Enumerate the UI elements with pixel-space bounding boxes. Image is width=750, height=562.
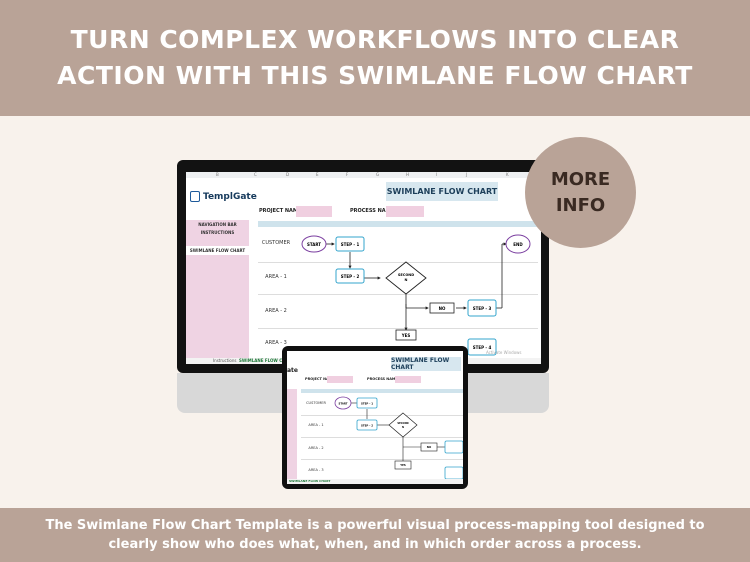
step-4-node: [467, 338, 497, 356]
tablet-decision-node: [388, 412, 418, 438]
tablet-project-name-label: PROJECT NAME:: [305, 377, 337, 381]
tablet-step-1-node: [356, 397, 378, 409]
tablet-step-2-label: STEP - 2: [361, 424, 373, 428]
tablet-tab-swimlane-flow-chart[interactable]: SWIMLANE FLOW CHART: [289, 479, 331, 483]
tablet-lane-label-area-3: AREA - 3: [308, 468, 324, 472]
process-name-label: PROCESS NAME:: [350, 208, 397, 214]
lane-divider: [258, 262, 538, 263]
column-label: E: [316, 172, 319, 177]
tablet-process-name-label: PROCESS NAME:: [367, 377, 400, 381]
lane-label-area-3: AREA - 3: [265, 340, 287, 346]
column-label: G: [376, 172, 380, 177]
tablet-yes-label: YES: [399, 463, 406, 467]
tablet-lane-label-customer: CUSTOMER: [306, 401, 326, 405]
column-label: I: [436, 172, 438, 177]
yes-node: [395, 329, 417, 341]
column-header-row: B C D E F G H I J K: [186, 172, 541, 178]
decision-node: [385, 261, 427, 295]
bottom-banner: The Swimlane Flow Chart Template is a po…: [0, 508, 750, 562]
tablet-start-node-label: START: [338, 402, 347, 406]
tablet-step-3-node: [444, 440, 463, 454]
step-1-label: STEP - 1: [341, 242, 360, 247]
tablet-step-4-node: [444, 466, 463, 480]
tablet-flowchart-diagram: START STEP - 1 STEP - 2 SECOND N NO YES: [334, 396, 463, 480]
column-label: H: [406, 172, 410, 177]
lane-label-customer: CUSTOMER: [261, 240, 291, 246]
activation-watermark: Activate Windows: [486, 350, 522, 355]
step-4-label: STEP - 4: [473, 345, 492, 350]
brand-logo: TemplGate: [190, 191, 257, 202]
tablet-sheet-tabs: SWIMLANE FLOW CHART: [287, 479, 463, 484]
end-node-label: END: [513, 242, 523, 247]
tab-swimlane-flow-chart[interactable]: SWIMLANE FLOW CHART: [239, 358, 295, 363]
column-label: K: [506, 172, 509, 177]
tablet-process-name-field[interactable]: [395, 376, 421, 383]
step-2-node: [335, 268, 365, 284]
tablet-lane-label-area-2: AREA - 2: [308, 446, 324, 450]
tablet-project-name-field[interactable]: [327, 376, 353, 383]
badge-line-1: MORE: [550, 168, 611, 190]
sheet-title: SWIMLANE FLOW CHART: [386, 182, 498, 201]
decision-label-line2: N: [405, 278, 408, 282]
tablet-yes-node: [394, 460, 412, 470]
tablet-lane-divider: [301, 437, 463, 438]
lane-label-area-2: AREA - 2: [265, 308, 287, 314]
tablet-start-node: [334, 396, 352, 410]
yes-label: YES: [401, 333, 411, 338]
flowchart-diagram: START STEP - 1 STEP - 2 SECOND N NO STEP…: [301, 234, 531, 356]
step-3-node: [467, 299, 497, 317]
lane-header-bar: [258, 221, 538, 227]
tablet-lane-header-bar: [301, 389, 463, 393]
start-node-label: START: [307, 242, 321, 247]
nav-item-swimlane[interactable]: SWIMLANE FLOW CHART: [186, 246, 249, 255]
badge-line-2: INFO: [555, 194, 606, 216]
tablet-lane-divider: [301, 459, 463, 460]
brand-name: TemplGate: [203, 191, 257, 202]
end-node: [505, 234, 531, 254]
project-name-field[interactable]: [296, 206, 332, 217]
tablet-screen: ate SWIMLANE FLOW CHART PROJECT NAME: PR…: [287, 351, 463, 484]
project-name-label: PROJECT NAME:: [259, 208, 304, 214]
lane-label-area-1: AREA - 1: [265, 274, 287, 280]
nav-item-instructions[interactable]: INSTRUCTIONS: [200, 230, 235, 235]
tablet-navigation-bar: [287, 389, 297, 481]
step-3-label: STEP - 3: [473, 306, 492, 311]
lane-divider: [258, 328, 538, 329]
lane-divider: [258, 294, 538, 295]
column-label: C: [254, 172, 257, 177]
navigation-bar: NAVIGATION BAR INSTRUCTIONS SWIMLANE FLO…: [186, 220, 249, 360]
column-label: D: [286, 172, 290, 177]
start-node: [301, 235, 327, 253]
column-label: J: [466, 172, 468, 177]
tablet-no-label: NO: [427, 445, 432, 449]
tablet-step-2-node: [356, 419, 378, 431]
brand-name-fragment: ate: [287, 367, 298, 374]
headline: TURN COMPLEX WORKFLOWS INTO CLEAR ACTION…: [57, 25, 693, 90]
nav-header: NAVIGATION BAR: [198, 222, 237, 227]
more-info-badge[interactable]: MORE INFO: [525, 137, 636, 248]
step-2-label: STEP - 2: [341, 274, 360, 279]
column-label: B: [216, 172, 219, 177]
column-label: F: [346, 172, 349, 177]
decision-label-line1: SECOND: [398, 273, 414, 277]
tablet-sheet-title: SWIMLANE FLOW CHART: [391, 357, 461, 371]
top-banner: TURN COMPLEX WORKFLOWS INTO CLEAR ACTION…: [0, 0, 750, 116]
process-name-field[interactable]: [386, 206, 424, 217]
no-node: [429, 302, 455, 314]
caption-text: The Swimlane Flow Chart Template is a po…: [45, 518, 705, 552]
monitor-screen: B C D E F G H I J K TemplGate SWIMLANE F…: [186, 172, 541, 364]
step-1-node: [335, 236, 365, 252]
tablet-lane-divider: [301, 415, 463, 416]
tab-instructions[interactable]: Instructions: [213, 358, 237, 363]
tablet-decision-label-line1: SECOND: [397, 422, 408, 425]
tablet-lane-label-area-1: AREA - 1: [308, 423, 324, 427]
tablet-no-node: [420, 442, 438, 452]
no-label: NO: [439, 306, 446, 311]
checklist-icon: [190, 191, 200, 202]
tablet-step-1-label: STEP - 1: [361, 402, 373, 406]
tablet-decision-label-line2: N: [402, 426, 404, 429]
